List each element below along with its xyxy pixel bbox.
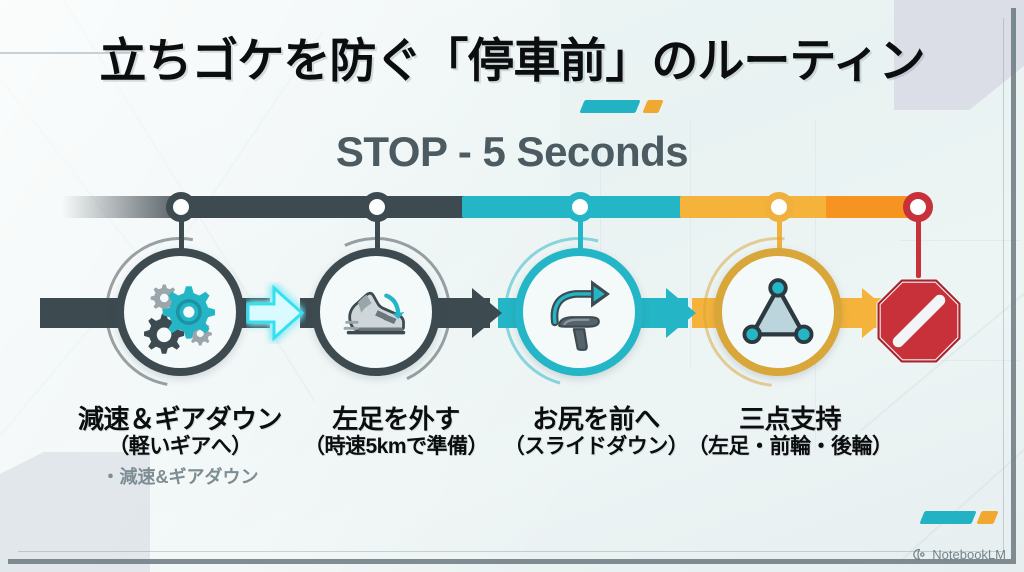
- step-label-3-sub: （スライドダウン）: [503, 434, 689, 458]
- step-label-3-main: お尻を前へ: [532, 404, 660, 434]
- corner-decoration-bottom-left: [0, 452, 150, 572]
- timeline-segment-4: [826, 196, 914, 218]
- step-label-2: 左足を外す （時速5kmで準備）: [285, 404, 507, 459]
- accent-parallelogram-teal-bottom: [919, 511, 977, 524]
- timeline-stem-5: [916, 218, 921, 278]
- step-icon-triangle-three-point: [714, 248, 842, 376]
- page-title: 立ちゴケを防ぐ「停車前」のルーティン: [99, 34, 925, 87]
- step-icon-bike-saddle: [515, 248, 643, 376]
- timeline-node-4: [764, 192, 794, 222]
- step-icon-gears: [116, 248, 244, 376]
- accent-parallelogram-teal-top: [579, 100, 641, 113]
- timeline-segment-3: [680, 196, 830, 218]
- step-label-4-main: 三点支持: [738, 404, 842, 434]
- connector-arrow-4-icon: [836, 282, 896, 344]
- timeline-node-2: [362, 192, 392, 222]
- timeline-node-3: [565, 192, 595, 222]
- step-label-2-main: 左足を外す: [332, 404, 460, 434]
- connector-arrow-3-icon: [640, 282, 700, 344]
- step-label-4: 三点支持 （左足・前輪・後輪）: [684, 404, 896, 459]
- step-label-1-sub: （軽いギアへ）: [108, 434, 252, 458]
- connector-arrow-2-icon: [446, 282, 506, 344]
- timeline-stem-2: [375, 218, 380, 258]
- step-label-1-main: 減速＆ギアダウン: [77, 404, 283, 434]
- step-label-1-bullet: ・減速&ギアダウン: [101, 467, 259, 488]
- timeline-node-5: [903, 192, 933, 222]
- step-label-1: 減速＆ギアダウン （軽いギアへ） ・減速&ギアダウン: [40, 404, 320, 489]
- page-subtitle: STOP - 5 Seconds: [335, 128, 689, 175]
- connector-arrow-1-icon: [246, 282, 306, 344]
- stop-sign-icon: [876, 278, 962, 364]
- watermark: NotebookLM: [912, 547, 1006, 562]
- watermark-label: NotebookLM: [932, 547, 1006, 562]
- step-label-4-sub: （左足・前輪・後輪）: [687, 434, 894, 458]
- timeline-segment-fade: [62, 196, 180, 218]
- timeline: [0, 192, 1024, 278]
- step-label-2-sub: （時速5kmで準備）: [303, 434, 489, 458]
- timeline-stem-4: [777, 218, 782, 258]
- timeline-segment-1: [176, 196, 466, 218]
- step-icon-shoe: [312, 248, 440, 376]
- step-label-3: お尻を前へ （スライドダウン）: [490, 404, 702, 459]
- corner-line-top-left: [0, 52, 130, 54]
- notebooklm-logo-icon: [912, 547, 927, 562]
- timeline-stem-3: [578, 218, 583, 258]
- timeline-stem-1: [179, 218, 184, 258]
- timeline-node-1: [166, 192, 196, 222]
